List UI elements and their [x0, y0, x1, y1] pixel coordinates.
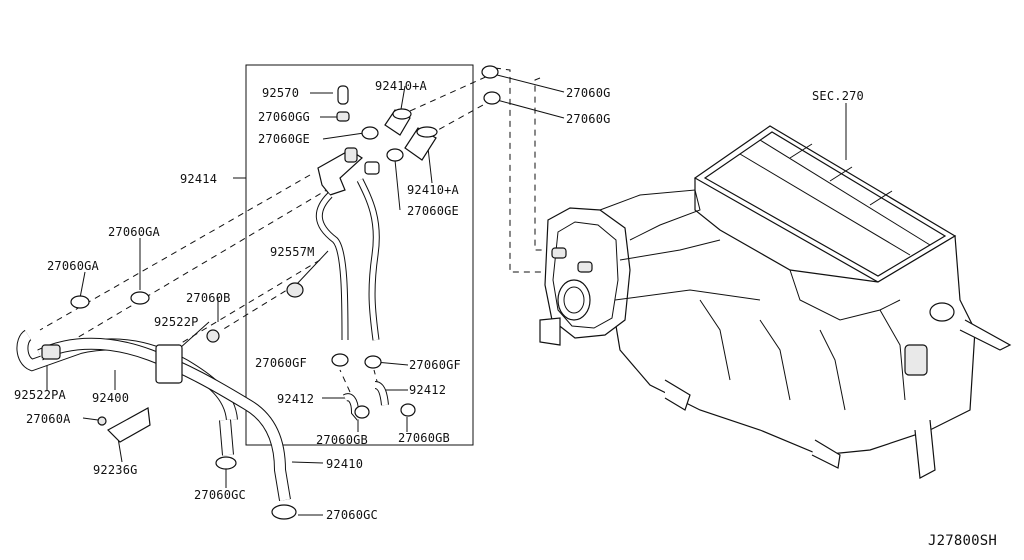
label-92414: 92414: [180, 172, 218, 186]
label-27060gc-2: 27060GC: [326, 508, 378, 522]
label-27060ga-2: 27060GA: [47, 259, 99, 273]
label-92412-right: 92412: [409, 383, 447, 397]
label-27060gb-left: 27060GB: [316, 433, 368, 447]
label-27060ge-right: 27060GE: [407, 204, 459, 218]
clamps-27060g: [481, 65, 501, 105]
inset-parts: [286, 85, 438, 421]
label-27060a: 27060A: [26, 412, 71, 426]
label-27060gf-left: 27060GF: [255, 356, 307, 370]
label-92410: 92410: [326, 457, 364, 471]
label-92570: 92570: [262, 86, 300, 100]
drawing-code: J27800SH: [928, 533, 998, 549]
label-27060b: 27060B: [186, 291, 231, 305]
label-92410a-mid: 92410+A: [407, 183, 459, 197]
label-27060gc-1: 27060GC: [194, 488, 246, 502]
heater-unit: [539, 125, 1012, 479]
inset-box: [245, 64, 474, 446]
label-92236g: 92236G: [93, 463, 138, 477]
label-27060gf-right: 27060GF: [409, 358, 461, 372]
label-27060g-2: 27060G: [566, 112, 611, 126]
label-92522p: 92522P: [154, 315, 199, 329]
label-92400: 92400: [92, 391, 130, 405]
label-27060g-1: 27060G: [566, 86, 611, 100]
label-27060ge-left: 27060GE: [258, 132, 310, 146]
label-27060gb-right: 27060GB: [398, 431, 450, 445]
label-27060gg: 27060GG: [258, 110, 310, 124]
hose-assembly: [16, 291, 297, 520]
label-section-ref: SEC.270: [812, 89, 864, 103]
label-92410a-top: 92410+A: [375, 79, 427, 93]
label-92557m: 92557M: [270, 245, 315, 259]
label-27060ga-1: 27060GA: [108, 225, 160, 239]
label-92412-left: 92412: [277, 392, 315, 406]
label-92522pa: 92522PA: [14, 388, 66, 402]
